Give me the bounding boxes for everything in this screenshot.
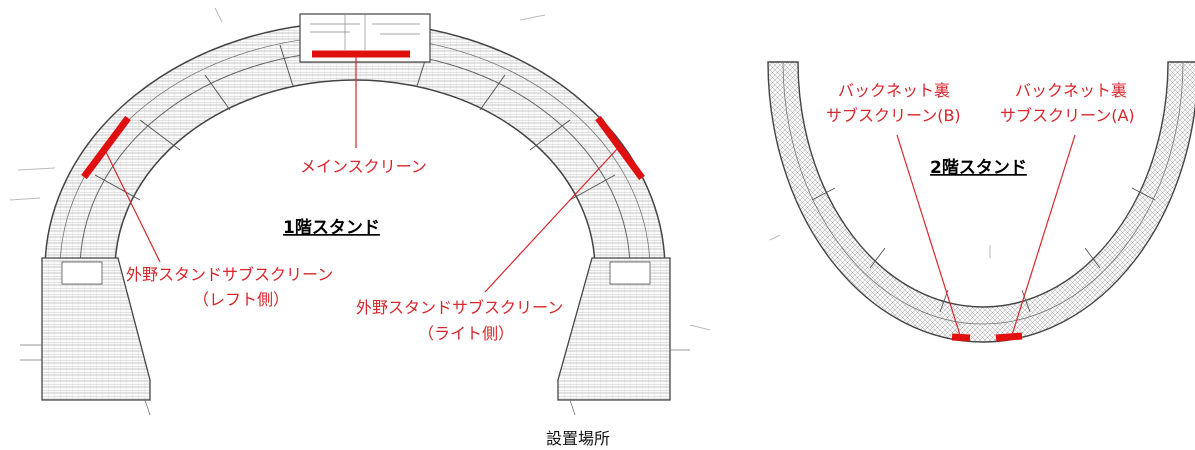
screen-a-label-line1: バックネット裏	[1015, 81, 1127, 100]
left-sub-label-line1: 外野スタンドサブスクリーン	[126, 265, 333, 284]
stand-1f-title: 1階スタンド	[283, 218, 380, 238]
screen-b-label-line2: サブスクリーン(B)	[826, 106, 961, 125]
stand-2f-ring	[767, 61, 1195, 343]
figure-caption: 設置場所	[546, 429, 610, 448]
screen-a-label-line2: サブスクリーン(A)	[1000, 106, 1135, 125]
screen-b-marker	[951, 333, 971, 342]
main-screen-label: メインスクリーン	[300, 157, 427, 176]
stand-1f-ring	[44, 21, 666, 271]
screen-b-leader	[896, 134, 961, 336]
right-sub-leader	[484, 147, 619, 293]
left-sub-screen-marker	[81, 115, 131, 180]
right-sub-label-line1: 外野スタンドサブスクリーン	[356, 298, 563, 317]
stand-1f-plan: 1階スタンド メインスクリーン 外野スタンドサブスクリーン （レフト側） 外野ス…	[9, 7, 711, 416]
left-sub-label-line2: （レフト側）	[193, 290, 289, 309]
screen-a-marker	[995, 332, 1023, 342]
stand-2f-plan: 2階スタンド バックネット裏 サブスクリーン(B) バックネット裏 サブスクリー…	[767, 61, 1195, 343]
screen-b-label-line1: バックネット裏	[838, 81, 950, 100]
screen-a-leader	[1011, 134, 1076, 336]
left-outfield-block	[41, 257, 151, 401]
left-sub-leader	[104, 149, 161, 263]
right-sub-screen-marker	[595, 115, 645, 181]
right-outfield-block	[557, 257, 671, 401]
right-sub-label-line2: （ライト側）	[418, 324, 514, 343]
stand-2f-title: 2階スタンド	[930, 158, 1027, 178]
